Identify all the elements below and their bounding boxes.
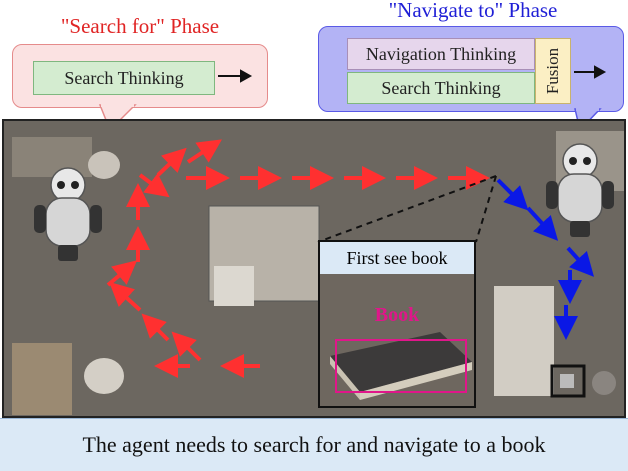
- search-thinking-module-2: Search Thinking: [347, 72, 535, 104]
- inset-callout-lines: [317, 175, 497, 243]
- furniture-top-left: [12, 137, 92, 177]
- lamp: [88, 151, 120, 179]
- search-phase-bubble: Search Thinking: [12, 44, 268, 108]
- fusion-module: Fusion: [535, 38, 571, 104]
- output-arrows: [218, 65, 607, 83]
- book-photo: [330, 332, 472, 400]
- target-book-box: [550, 364, 586, 398]
- book-detection-box: [335, 339, 467, 393]
- search-tail-cover: [101, 103, 134, 107]
- pot: [592, 371, 616, 395]
- inset-photo: Book: [320, 274, 474, 406]
- navigate-phase-title: "Navigate to" Phase: [388, 0, 558, 22]
- robot-right: [546, 143, 614, 237]
- nightstand: [214, 266, 254, 306]
- bed-right: [494, 286, 554, 396]
- navigate-tail-cover: [576, 107, 599, 111]
- figure-caption: The agent needs to search for and naviga…: [0, 418, 628, 471]
- navigation-thinking-module: Navigation Thinking: [347, 38, 535, 70]
- search-phase-title: "Search for" Phase: [60, 14, 220, 38]
- first-see-book-inset: First see book Book: [318, 240, 476, 408]
- search-thinking-module: Search Thinking: [33, 61, 215, 95]
- robot-left: [34, 167, 102, 261]
- inset-header: First see book: [320, 242, 474, 275]
- navigate-phase-bubble: Navigation Thinking Search Thinking Fusi…: [318, 26, 624, 112]
- chair-bottom: [84, 358, 124, 394]
- search-path-arrows: [106, 139, 490, 378]
- furniture-bottom-left: [12, 343, 72, 415]
- target-book: [560, 374, 574, 388]
- book-label: Book: [374, 304, 420, 326]
- navigate-path-arrows: [496, 178, 595, 340]
